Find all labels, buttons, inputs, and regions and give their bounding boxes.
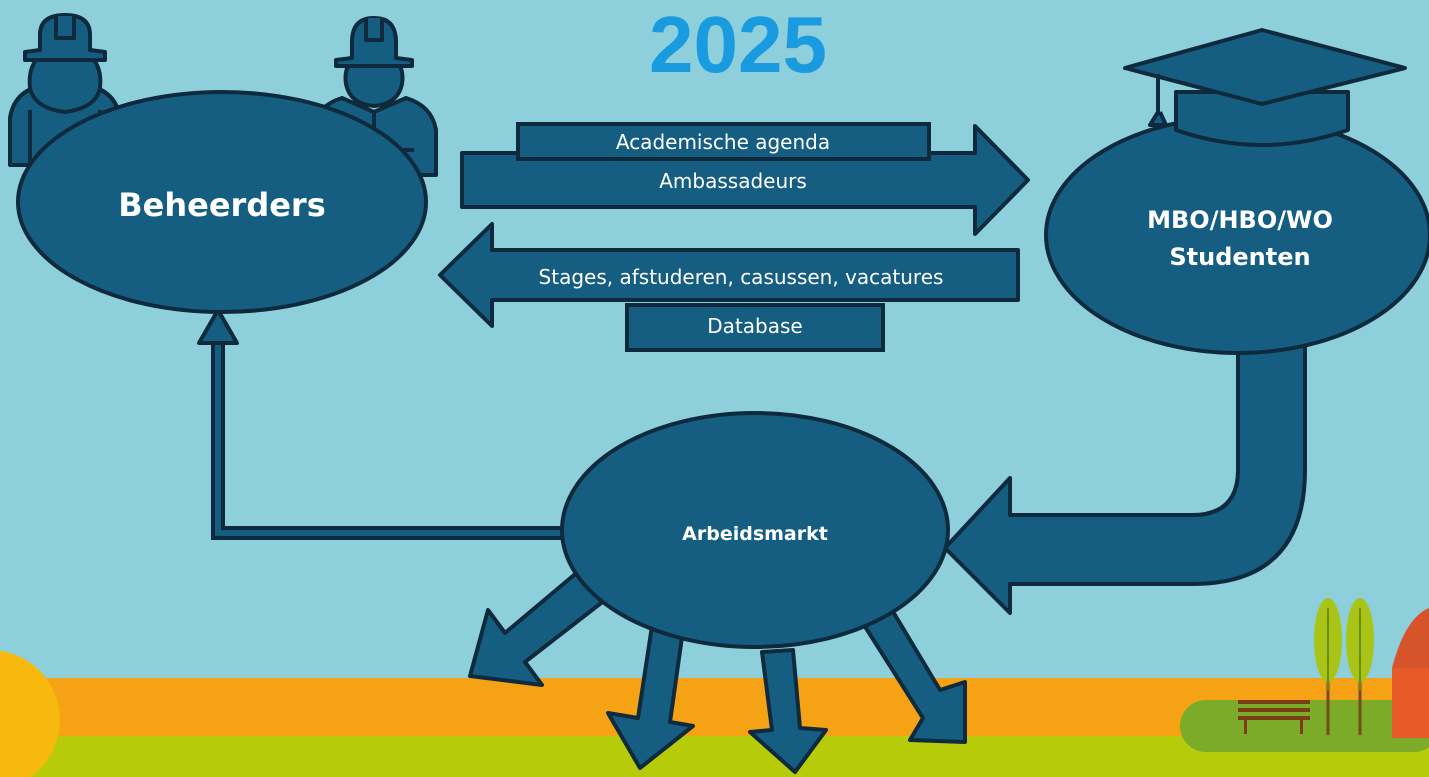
arbeidsmarkt-node xyxy=(560,411,950,649)
studenten-label-line2: Studenten xyxy=(1169,243,1310,271)
outflow-arrows xyxy=(468,568,967,774)
outflow-arrow-left xyxy=(468,568,607,687)
outflow-arrow-mid-left xyxy=(606,624,695,770)
arrow-to-beheerders xyxy=(438,222,1020,328)
sun-icon xyxy=(0,650,60,777)
grass-patch xyxy=(1180,700,1429,752)
graduation-cap-icon xyxy=(1123,28,1407,147)
database-label: Database xyxy=(707,314,802,338)
year-title: 2025 xyxy=(649,0,827,89)
database-box xyxy=(625,303,885,352)
tree-icon xyxy=(1314,598,1342,735)
park-decoration xyxy=(1180,598,1429,752)
curved-arrow-to-arbeidsmarkt xyxy=(943,328,1307,615)
studenten-node xyxy=(1044,115,1429,355)
barn-icon xyxy=(1392,608,1429,738)
academische-agenda-box xyxy=(516,122,931,161)
studenten-label-line1: MBO/HBO/WO xyxy=(1147,206,1333,234)
stages-label: Stages, afstuderen, casussen, vacatures xyxy=(539,265,944,289)
beheerders-node xyxy=(16,90,428,314)
feedback-arrow xyxy=(197,308,565,540)
arbeidsmarkt-label: Arbeidsmarkt xyxy=(682,523,828,545)
tree-icon xyxy=(1346,598,1374,735)
outflow-arrow-right xyxy=(855,598,967,744)
ambassadeurs-label: Ambassadeurs xyxy=(659,169,807,193)
academische-agenda-label: Academische agenda xyxy=(616,130,830,154)
bench-icon xyxy=(1238,700,1310,734)
beheerders-label: Beheerders xyxy=(118,186,326,224)
outflow-arrow-mid-right xyxy=(748,648,828,774)
